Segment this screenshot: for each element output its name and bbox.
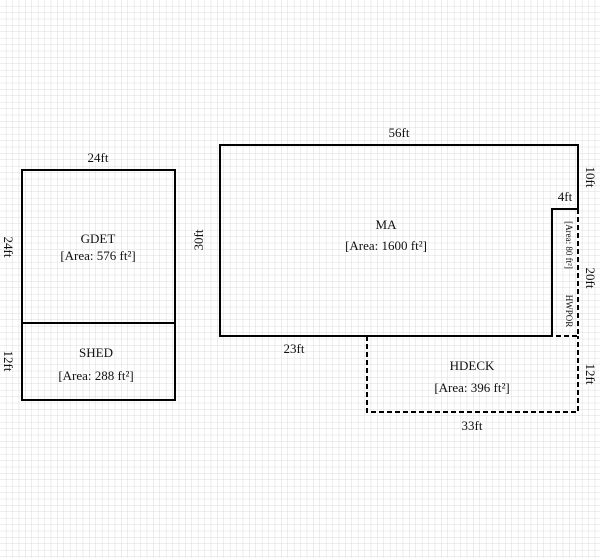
area-hdeck[interactable]: HDECK [Area: 396 ft²] 12ft 33ft	[366, 336, 598, 433]
ma-top-dim: 56ft	[389, 125, 410, 140]
shed-left-dim: 12ft	[1, 351, 16, 372]
hwpor-right-dim: 20ft	[583, 268, 598, 289]
shed-area: [Area: 288 ft²]	[58, 368, 133, 383]
ma-right-dim: 10ft	[583, 167, 598, 188]
gdet-area: [Area: 576 ft²]	[60, 248, 135, 263]
shed-outline[interactable]	[21, 322, 176, 401]
area-ma[interactable]: MA [Area: 1600 ft²] 56ft 30ft 10ft 4ft 2…	[191, 125, 598, 356]
hdeck-name: HDECK	[450, 358, 495, 373]
hdeck-right-dim: 12ft	[583, 364, 598, 385]
hwpor-outline[interactable]	[552, 209, 579, 337]
ma-outline[interactable]	[219, 144, 579, 337]
area-shed[interactable]: SHED [Area: 288 ft²] 12ft	[1, 322, 176, 401]
ma-bottom-dim: 23ft	[284, 341, 305, 356]
ma-notch-dim: 4ft	[558, 189, 573, 204]
shed-name: SHED	[79, 345, 113, 360]
ma-area: [Area: 1600 ft²]	[345, 238, 427, 253]
area-hwpor[interactable]: [Area: 80 ft²] HWPOR 20ft	[552, 209, 598, 337]
ma-name: MA	[376, 217, 398, 232]
hdeck-bottom-dim: 33ft	[462, 418, 483, 433]
hwpor-name: HWPOR	[564, 295, 574, 328]
hdeck-area: [Area: 396 ft²]	[434, 380, 509, 395]
hdeck-outline[interactable]	[366, 336, 579, 413]
gdet-top-dim: 24ft	[88, 150, 109, 165]
gdet-name: GDET	[81, 231, 116, 246]
ma-left-dim: 30ft	[191, 229, 206, 250]
hwpor-area: [Area: 80 ft²]	[564, 221, 574, 269]
gdet-left-dim: 24ft	[1, 237, 16, 258]
